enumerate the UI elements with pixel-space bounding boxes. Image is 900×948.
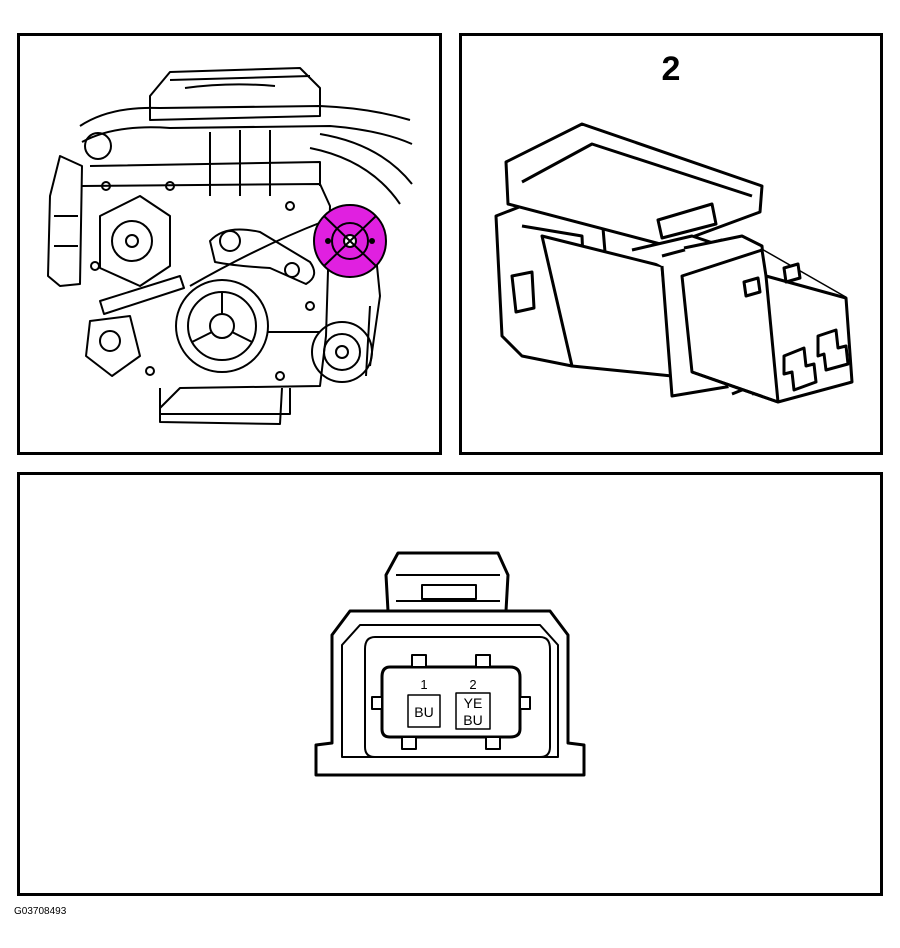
pin-2-wire-color-1: YE (464, 695, 483, 711)
pin-number-1: 1 (420, 677, 427, 692)
callout-number: 2 (661, 50, 681, 88)
pin-cavity-2 (455, 692, 491, 730)
pin-number-2: 2 (469, 677, 476, 692)
figure-id: G03708493 (14, 906, 67, 917)
pin-cavity-1 (407, 694, 441, 728)
pin-2-wire-color-2: BU (463, 712, 482, 728)
connector-face-panel: 1 2 BU YE BU (17, 472, 883, 896)
engine-view-panel (17, 33, 442, 455)
connector-face-illustration: 1 2 BU YE BU (314, 551, 586, 777)
highlighted-component (313, 204, 387, 278)
connector-view-panel: 2 (459, 33, 883, 455)
pin-1-wire-color: BU (414, 704, 433, 720)
engine-front-illustration (47, 67, 413, 425)
connector-illustration (494, 122, 854, 404)
